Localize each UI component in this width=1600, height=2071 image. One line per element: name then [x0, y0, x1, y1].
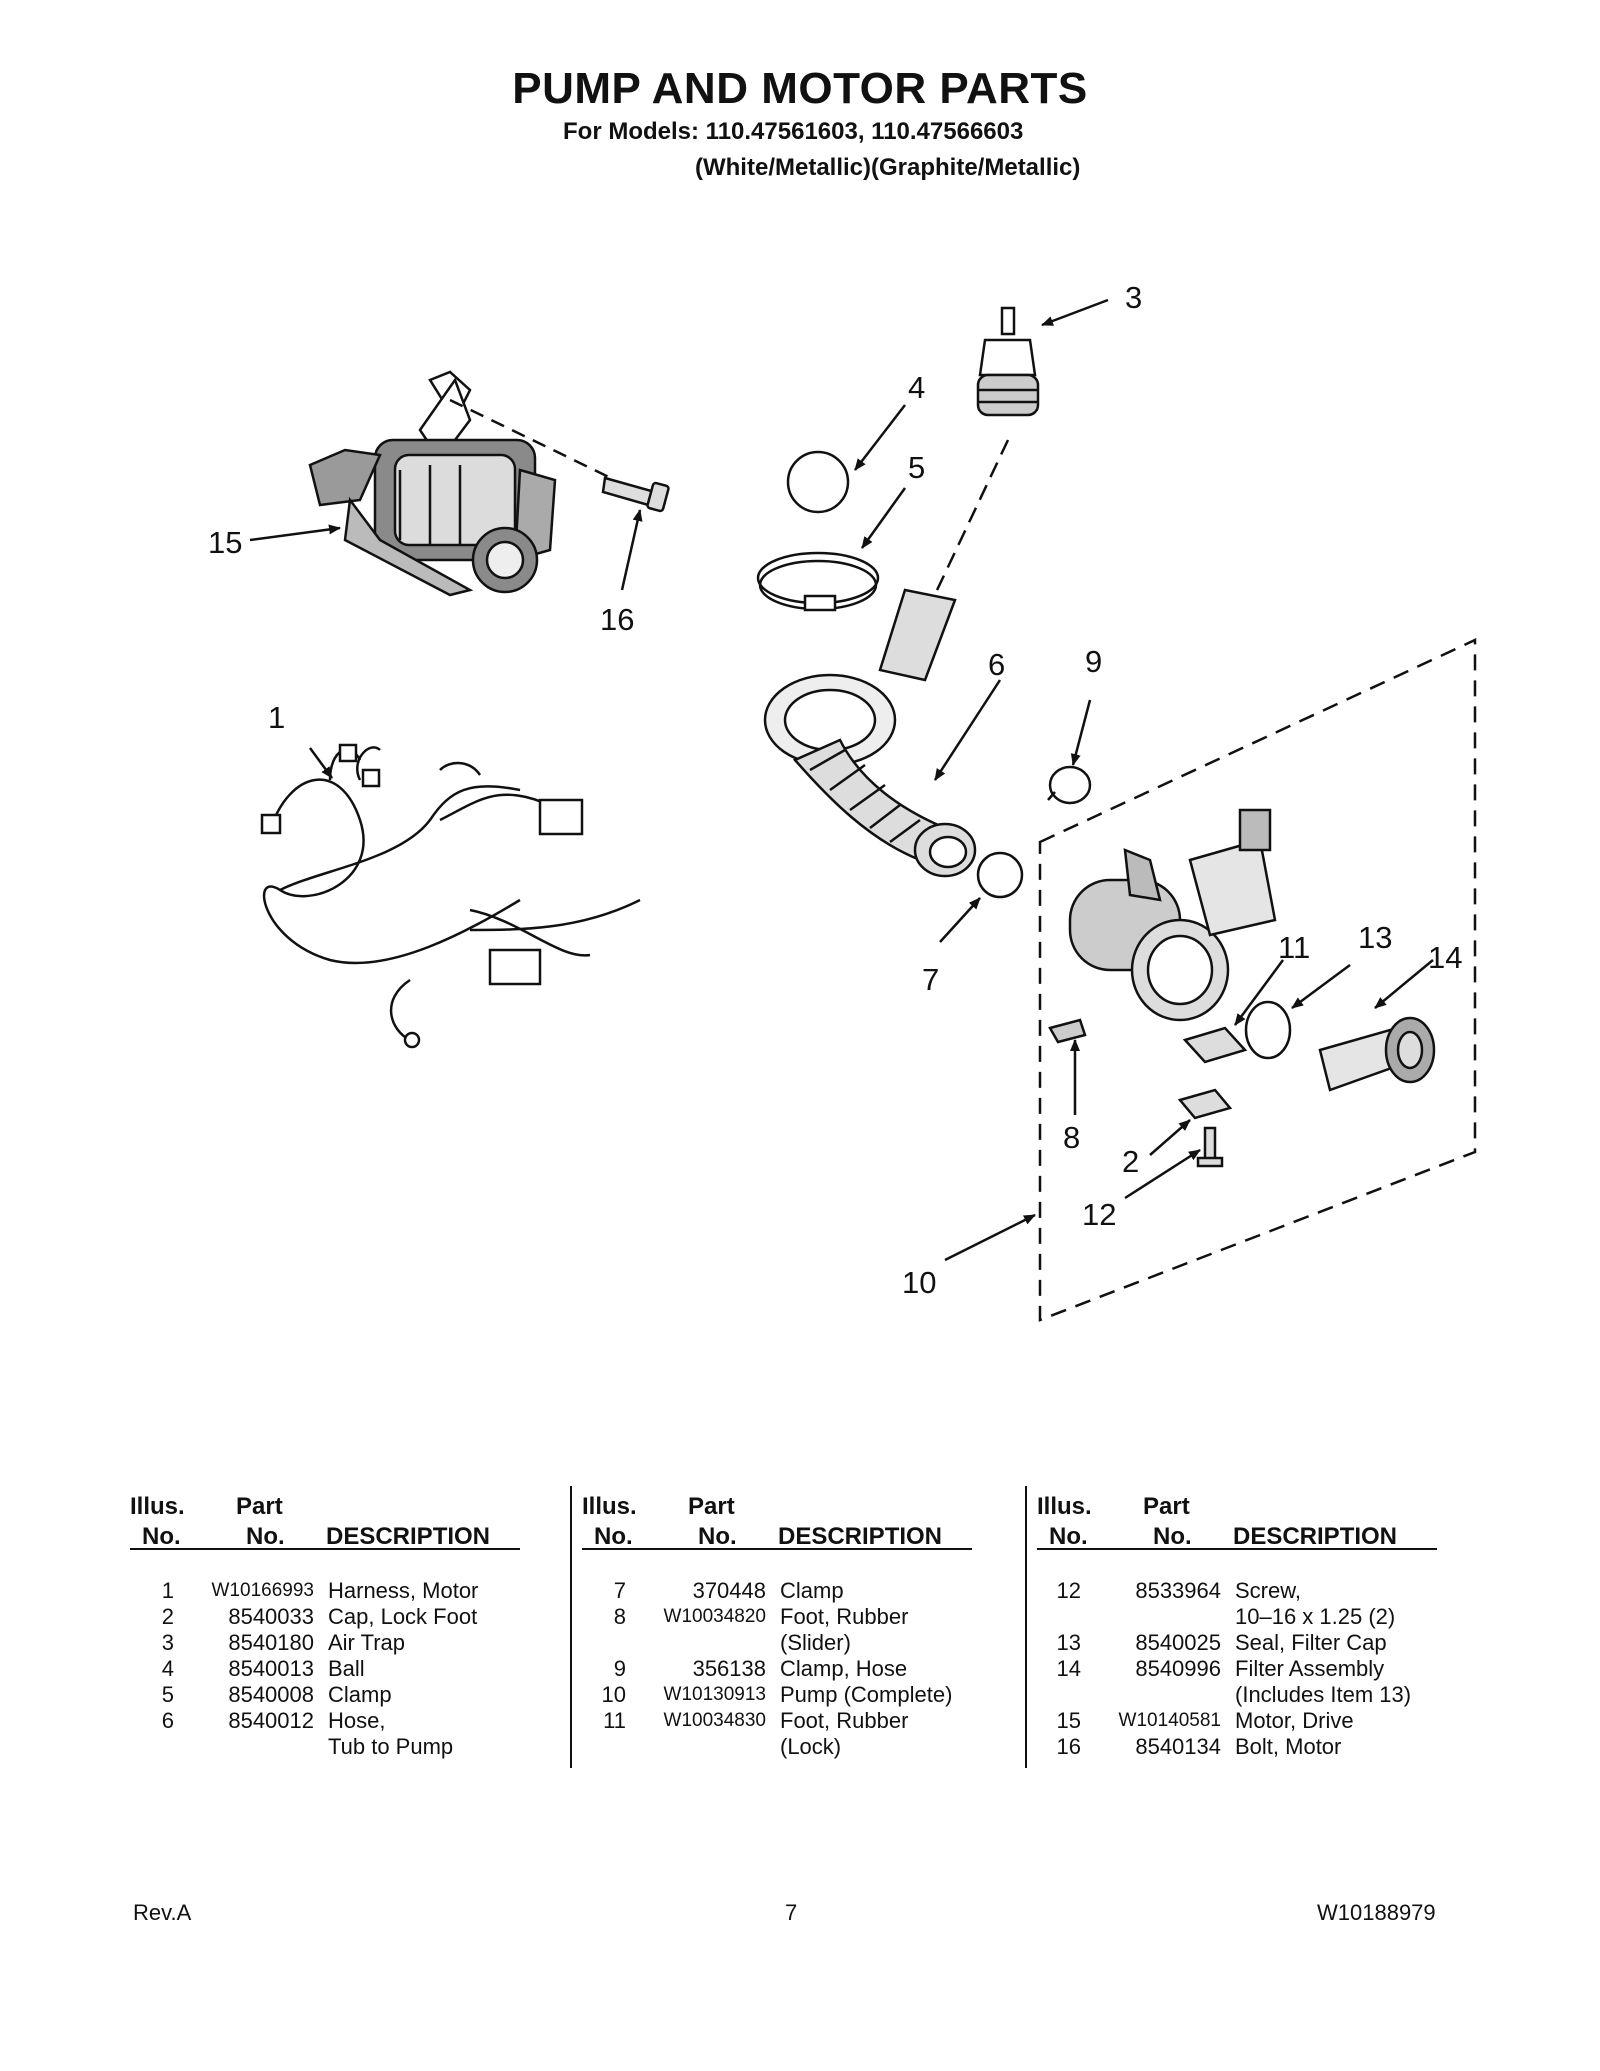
parts-column-1: Illus. No. Part No. DESCRIPTION 1 W10166…	[130, 1486, 520, 1786]
callout-5: 5	[908, 450, 925, 485]
screw-illustration	[1196, 1126, 1224, 1168]
motor-bolt-illustration	[601, 476, 670, 513]
header-part-no: No.	[246, 1523, 285, 1550]
hose-illustration	[763, 588, 977, 878]
colors-subtitle: (White/Metallic)(Graphite/Metallic)	[695, 154, 1081, 181]
header-illus-no: No.	[142, 1523, 181, 1550]
header-part: Part	[688, 1493, 735, 1520]
pump-illustration	[1068, 808, 1277, 1022]
clamp-7-illustration	[976, 851, 1024, 899]
ball-illustration	[786, 450, 850, 514]
callout-10: 10	[902, 1265, 936, 1300]
callout-13: 13	[1358, 920, 1392, 955]
models-subtitle: For Models: 110.47561603, 110.47566603	[563, 118, 1024, 145]
hose-clamp-illustration	[1047, 765, 1092, 805]
callout-11: 11	[1278, 930, 1310, 965]
header-description: DESCRIPTION	[1233, 1523, 1398, 1550]
parts-column-3: Illus. No. Part No. DESCRIPTION 12 85339…	[1037, 1486, 1437, 1786]
revision-label: Rev.A	[133, 1900, 192, 1925]
header-underline	[582, 1548, 972, 1550]
callout-1: 1	[268, 700, 285, 735]
header-part: Part	[236, 1493, 283, 1520]
column-divider	[570, 1486, 572, 1768]
callout-8: 8	[1063, 1120, 1080, 1155]
header-description: DESCRIPTION	[778, 1523, 943, 1550]
document-number: W10188979	[1317, 1900, 1436, 1925]
header-illus: Illus.	[582, 1493, 637, 1520]
header-underline	[130, 1548, 520, 1550]
leader-arrows	[249, 298, 1434, 1262]
cap-lock-foot-illustration	[1177, 1088, 1233, 1120]
callout-7: 7	[922, 962, 939, 997]
page-title: PUMP AND MOTOR PARTS	[512, 64, 1088, 113]
filter-assembly-illustration	[1318, 1016, 1436, 1092]
page-number: 7	[785, 1900, 798, 1925]
header-illus: Illus.	[130, 1493, 185, 1520]
callout-14: 14	[1428, 940, 1462, 975]
header-illus-no: No.	[1049, 1523, 1088, 1550]
callout-15: 15	[208, 525, 242, 560]
header-description: DESCRIPTION	[326, 1523, 491, 1550]
callout-12: 12	[1082, 1197, 1116, 1232]
callout-6: 6	[988, 647, 1005, 682]
callout-2: 2	[1122, 1144, 1139, 1179]
callout-4: 4	[908, 370, 925, 405]
callout-16: 16	[600, 602, 634, 637]
header-part: Part	[1143, 1493, 1190, 1520]
air-trap-illustration	[976, 306, 1040, 417]
header-illus-no: No.	[594, 1523, 633, 1550]
clamp-illustration	[756, 551, 880, 612]
column-divider	[1025, 1486, 1027, 1768]
parts-column-2: Illus. No. Part No. DESCRIPTION 7 370448…	[582, 1486, 972, 1786]
wire-harness-illustration	[260, 743, 641, 1049]
filter-cap-seal-illustration	[1244, 1000, 1292, 1060]
pump-assembly-boundary	[1038, 638, 1477, 1322]
callout-3: 3	[1125, 280, 1142, 315]
header-part-no: No.	[698, 1523, 737, 1550]
callout-9: 9	[1085, 644, 1102, 679]
rubber-foot-lock-illustration	[1182, 1026, 1248, 1064]
header-illus: Illus.	[1037, 1493, 1092, 1520]
drive-motor-illustration	[308, 370, 557, 597]
rubber-foot-slider-illustration	[1048, 1018, 1087, 1044]
header-underline	[1037, 1548, 1437, 1550]
header-part-no: No.	[1153, 1523, 1192, 1550]
